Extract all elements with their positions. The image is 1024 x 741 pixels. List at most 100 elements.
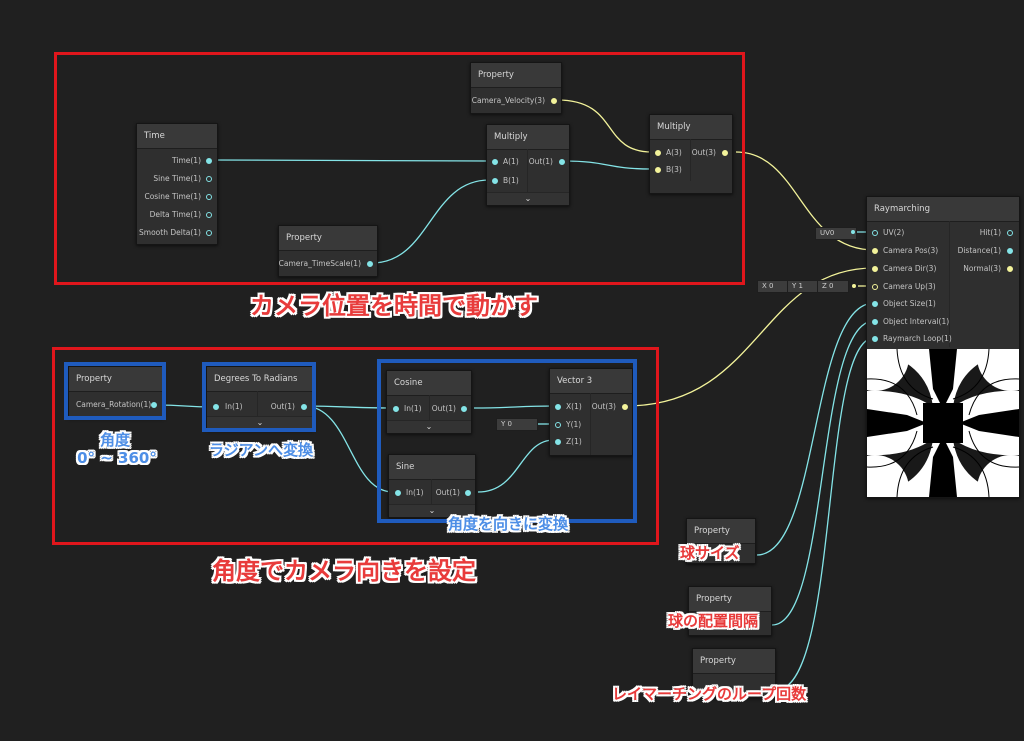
vector3-input-y-dot[interactable]: [555, 422, 561, 428]
vector3-input-x-dot[interactable]: [555, 404, 561, 410]
time-output-delta: Delta Time(1): [149, 210, 201, 219]
raymarching-title: Raymarching: [867, 197, 1019, 222]
raymarching-input-camera-dir-dot[interactable]: [872, 266, 878, 272]
multiply1-expand-button[interactable]: ⌄: [487, 192, 569, 205]
time-output-time: Time(1): [172, 156, 201, 165]
sine-node[interactable]: Sine In(1) Out(1) ⌄: [388, 454, 476, 518]
cosine-node[interactable]: Cosine In(1) Out(1) ⌄: [386, 370, 472, 434]
vector3-output-dot[interactable]: [622, 404, 628, 410]
section-camera-direction-frame: [52, 347, 659, 545]
wire-loop-to-raymarch-loop: [775, 337, 875, 691]
to-direction-label: 角度を向きに変換: [447, 515, 568, 533]
raymarching-input-raymarch-loop-dot[interactable]: [872, 336, 878, 342]
raymarching-up-default-y[interactable]: Y 1: [787, 280, 819, 293]
multiply1-input-a-dot[interactable]: [492, 159, 498, 165]
time-output-sine: Sine Time(1): [153, 174, 201, 183]
multiply2-input-b: B(3): [666, 165, 682, 174]
raymarching-uv-default-field[interactable]: UV0: [815, 227, 857, 240]
vector3-output: Out(3): [591, 402, 616, 411]
cosine-input: In(1): [404, 404, 422, 413]
property-rotation-output-dot[interactable]: [151, 402, 157, 408]
time-node[interactable]: Time Time(1) Sine Time(1) Cosine Time(1)…: [136, 123, 218, 245]
cosine-expand-button[interactable]: ⌄: [387, 420, 471, 433]
deg2rad-input: In(1): [225, 402, 243, 411]
time-output-time-dot[interactable]: [206, 158, 212, 164]
wire-interval-to-object-interval: [771, 320, 875, 626]
raymarching-input-object-size: Object Size(1): [883, 299, 936, 308]
raymarching-output-normal-dot[interactable]: [1007, 266, 1013, 272]
deg2rad-input-dot[interactable]: [213, 404, 219, 410]
highlight-direction-conversion: [377, 359, 637, 523]
property-velocity-output-dot[interactable]: [551, 98, 557, 104]
sine-input-dot[interactable]: [395, 490, 401, 496]
sine-expand-button[interactable]: ⌄: [389, 504, 475, 517]
raymarching-up-default-z[interactable]: Z 0: [817, 280, 849, 293]
highlight-rotation-property: [64, 362, 166, 420]
property-loop-title: Property: [693, 649, 775, 674]
deg2rad-output-dot[interactable]: [301, 404, 307, 410]
time-output-smooth-delta-dot[interactable]: [206, 230, 212, 236]
multiply-node-1[interactable]: Multiply A(1) B(1) Out(1) ⌄: [486, 124, 570, 206]
time-output-cosine-dot[interactable]: [206, 194, 212, 200]
to-radians-label: ラジアンへ変換: [208, 441, 314, 459]
deg2rad-output: Out(1): [270, 402, 295, 411]
multiply1-output-dot[interactable]: [559, 159, 565, 165]
property-sphere-size-node[interactable]: Property: [686, 518, 756, 564]
property-interval-title: Property: [689, 587, 771, 612]
property-camera-rotation-node[interactable]: Property Camera_Rotation(1): [68, 366, 164, 418]
multiply2-output-dot[interactable]: [722, 150, 728, 156]
vector3-input-z-dot[interactable]: [555, 439, 561, 445]
chevron-down-icon: ⌄: [425, 422, 433, 431]
time-output-sine-dot[interactable]: [206, 176, 212, 182]
multiply1-input-b-dot[interactable]: [492, 178, 498, 184]
section-camera-position-frame: [54, 52, 745, 285]
raymarching-input-uv-dot[interactable]: [872, 230, 878, 236]
cosine-output-dot[interactable]: [461, 406, 467, 412]
raymarching-output-hit-dot[interactable]: [1007, 230, 1013, 236]
raymarching-output-distance: Distance(1): [957, 246, 1001, 255]
multiply-node-2[interactable]: Multiply A(3) B(3) Out(3): [649, 114, 733, 194]
property-camera-timescale-node[interactable]: Property Camera_TimeScale(1): [278, 225, 378, 277]
raymarching-input-camera-dir: Camera Dir(3): [883, 264, 937, 273]
cosine-input-dot[interactable]: [393, 406, 399, 412]
multiply2-input-b-dot[interactable]: [655, 167, 661, 173]
vector3-node[interactable]: Vector 3 X(1) Y(1) Z(1) Out(3): [549, 368, 633, 456]
raymarching-input-camera-up-dot[interactable]: [872, 284, 878, 290]
multiply1-title: Multiply: [487, 125, 569, 150]
raymarching-up-default-dot: [852, 284, 856, 288]
vector3-y-default-field[interactable]: Y 0: [496, 418, 538, 431]
section2-title-label: 角度でカメラ向きを設定: [212, 557, 476, 585]
property-velocity-title: Property: [471, 63, 561, 88]
multiply2-output: Out(3): [691, 148, 716, 157]
cosine-output: Out(1): [431, 404, 456, 413]
time-output-cosine: Cosine Time(1): [144, 192, 201, 201]
highlight-deg2rad: [202, 362, 316, 432]
multiply1-input-b: B(1): [503, 176, 519, 185]
raymarching-input-camera-pos: Camera Pos(3): [883, 246, 939, 255]
property-timescale-output-dot[interactable]: [367, 261, 373, 267]
property-rotation-title: Property: [69, 367, 163, 392]
raymarching-input-camera-pos-dot[interactable]: [872, 248, 878, 254]
multiply2-title: Multiply: [650, 115, 732, 140]
loop-count-label: レイマーチングのループ回数: [612, 685, 807, 703]
multiply2-input-a-dot[interactable]: [655, 150, 661, 156]
sine-output-dot[interactable]: [465, 490, 471, 496]
vector3-input-z: Z(1): [566, 437, 582, 446]
degrees-to-radians-node[interactable]: Degrees To Radians In(1) Out(1) ⌄: [206, 366, 314, 430]
vector3-input-y: Y(1): [566, 420, 582, 429]
property-loop-count-node[interactable]: Property: [692, 648, 776, 698]
time-output-delta-dot[interactable]: [206, 212, 212, 218]
property-sphere-interval-node[interactable]: Property: [688, 586, 772, 636]
property-camera-velocity-node[interactable]: Property Camera_Velocity(3): [470, 62, 562, 114]
deg2rad-expand-button[interactable]: ⌄: [207, 416, 313, 429]
raymarching-input-camera-up: Camera Up(3): [883, 282, 936, 291]
raymarching-up-default-x[interactable]: X 0: [757, 280, 789, 293]
raymarching-output-distance-dot[interactable]: [1007, 248, 1013, 254]
sine-input: In(1): [406, 488, 424, 497]
raymarching-node[interactable]: Raymarching UV(2) Camera Pos(3) Camera D…: [866, 196, 1020, 498]
raymarching-input-object-interval: Object Interval(1): [883, 317, 950, 326]
raymarching-input-object-interval-dot[interactable]: [872, 319, 878, 325]
deg2rad-title: Degrees To Radians: [207, 367, 313, 392]
section1-title-label: カメラ位置を時間で動かす: [250, 292, 538, 320]
raymarching-input-object-size-dot[interactable]: [872, 301, 878, 307]
